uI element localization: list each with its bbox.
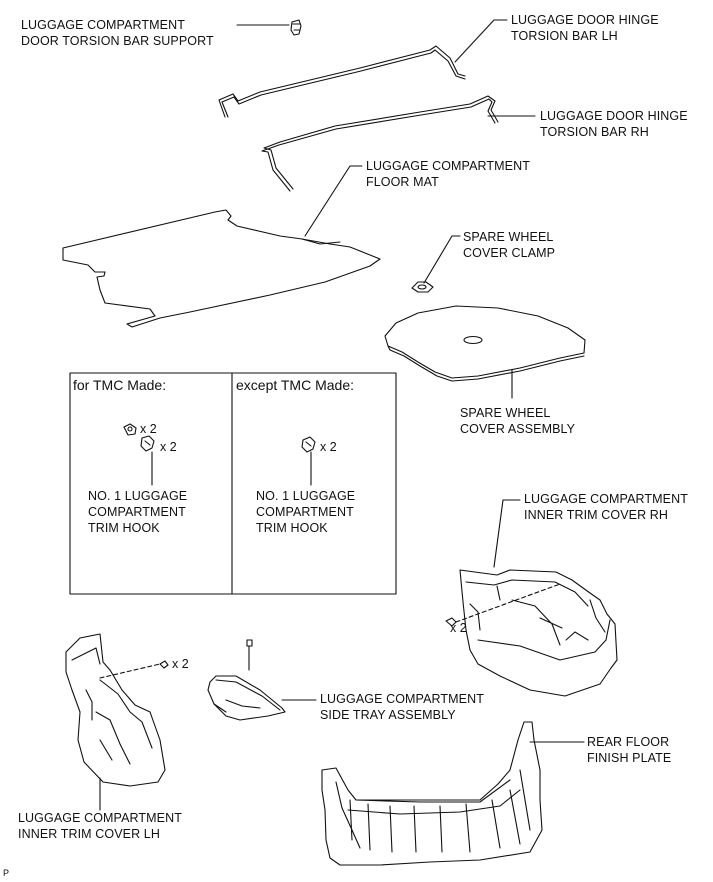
leader-torsion-lh [454,19,508,63]
dash-rh [455,583,561,623]
floor-mat-part [62,209,381,328]
trim-hook-small-part [123,423,137,436]
torsion-bar-lh-part [218,45,466,118]
qty-hook-c: x 2 [320,440,337,454]
leader-inner-rh [493,499,521,568]
trim-hook-left-part [140,435,155,452]
leader-floor-mat [304,165,363,237]
inner-trim-rh-part [459,569,618,697]
inset-left-title: for TMC Made: [73,377,167,393]
qty-hook-a: x 2 [140,422,157,436]
torsion-bar-rh-part [261,95,499,192]
rear-finish-plate-part [321,721,543,866]
qty-lh-clip: x 2 [172,657,189,671]
qty-hook-b: x 2 [160,440,177,454]
inner-trim-lh-part [65,633,166,787]
variant-inset-box [69,372,397,595]
spare-cover-part [384,305,586,382]
leader-spare-clamp [423,235,461,284]
qty-rh-clip: x 2 [450,621,467,635]
clip-lh [159,660,169,669]
spare-clamp-part [411,281,434,293]
side-tray-part [207,639,286,721]
dash-lh [99,663,161,679]
torsion-bar-support-part [290,19,302,36]
inset-right-title: except TMC Made: [236,377,355,393]
trim-hook-right-part [301,436,316,453]
corner-mark: P [3,868,10,878]
